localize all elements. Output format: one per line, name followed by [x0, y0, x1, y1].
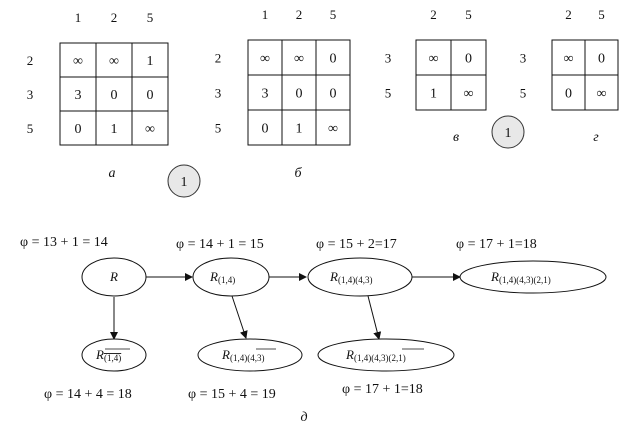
matrix-row-label: 3: [520, 51, 527, 66]
caption-d: д: [300, 410, 307, 425]
matrix-cell: 0: [330, 52, 337, 67]
matrix-border: [59, 42, 169, 146]
phi-label: φ = 15 + 4 = 19: [188, 387, 276, 402]
matrix-cell: ∞: [73, 54, 83, 69]
matrix-cell: ∞: [597, 87, 607, 102]
node-label: R(1,4)(4,3)(2,1): [345, 347, 406, 363]
tree-node-R1443: R(1,4)(4,3): [307, 257, 413, 297]
matrix-col-label: 5: [147, 10, 154, 25]
matrix-cell: 0: [465, 52, 472, 67]
node-label: R(1,4): [95, 347, 121, 363]
matrix-cell: 3: [262, 87, 269, 102]
matrix-cell: 1: [430, 87, 437, 102]
matrix-row-label: 2: [215, 51, 222, 66]
matrix-row-label: 2: [27, 53, 34, 68]
matrices-group: 1 2 5 2 3 5 ∞ ∞ 1 3 0 0 0 1 ∞ а 1 2 5 2 3 5 ∞ ∞ 0 3 0 0 0 1 ∞ б 2 5 3 5 ∞ 0 1 ∞…: [27, 7, 619, 181]
matrix-col-label: 2: [296, 7, 303, 22]
matrix-row-label: 3: [215, 86, 222, 101]
matrix-cell: ∞: [109, 54, 119, 69]
edge-R1443-R144321bar: [367, 295, 382, 340]
matrix-cell: ∞: [564, 52, 574, 67]
phi-label: φ = 14 + 1 = 15: [176, 237, 264, 252]
tree-node-R144321bar: R(1,4)(4,3)(2,1): [317, 338, 455, 372]
matrix-col-label: 2: [430, 7, 437, 22]
matrix-cell: 0: [262, 122, 269, 137]
matrix-col-label: 5: [465, 7, 472, 22]
matrix-row-label: 3: [27, 87, 34, 102]
tree-edges: [110, 273, 461, 340]
matrix-border: [247, 39, 351, 146]
matrix-cell: 0: [75, 122, 82, 137]
tree-node-R144321: R(1,4)(4,3)(2,1): [459, 260, 607, 294]
node-label: R(1,4): [209, 269, 235, 285]
matrix-cell: ∞: [260, 52, 270, 67]
edge-R14-R1443bar: [231, 295, 248, 339]
matrix-cell: 0: [111, 88, 118, 103]
node-label: R(1,4)(4,3): [221, 347, 264, 363]
circle-marker-text: 1: [181, 175, 188, 190]
matrix-cell: 3: [75, 88, 82, 103]
circle-marker-text: 1: [505, 126, 512, 141]
matrix-cell: 0: [296, 87, 303, 102]
matrix-row-label: 5: [520, 86, 527, 101]
matrix-cell: ∞: [145, 122, 155, 137]
matrix-row-label: 5: [27, 121, 34, 136]
matrix-caption: б: [294, 166, 302, 181]
phi-label: φ = 13 + 1 = 14: [20, 235, 108, 250]
node-label: R: [109, 269, 118, 284]
matrix-b: 1 2 5 2 3 5 ∞ ∞ 0 3 0 0 0 1 ∞ б: [215, 7, 351, 181]
tree-node-R: R: [81, 257, 147, 297]
matrix-cell: 0: [565, 87, 572, 102]
matrix-g: 2 5 3 5 ∞ 0 0 ∞ г: [520, 7, 619, 145]
matrix-cell: 1: [296, 122, 303, 137]
node-label: R(1,4)(4,3)(2,1): [490, 269, 551, 285]
matrix-caption: а: [109, 166, 116, 181]
matrix-col-label: 5: [598, 7, 605, 22]
matrix-col-label: 2: [565, 7, 572, 22]
matrix-cell: ∞: [464, 87, 474, 102]
tree-node-R14bar: R(1,4): [81, 338, 147, 372]
matrix-v: 2 5 3 5 ∞ 0 1 ∞ в: [385, 7, 487, 145]
matrix-cell: 0: [598, 52, 605, 67]
phi-label: φ = 15 + 2=17: [316, 237, 397, 252]
matrix-cell: 1: [147, 54, 154, 69]
phi-label: φ = 17 + 1=18: [342, 382, 423, 397]
matrix-row-label: 3: [385, 51, 392, 66]
phi-label: φ = 17 + 1=18: [456, 237, 537, 252]
tree-node-R1443bar: R(1,4)(4,3): [197, 338, 303, 372]
tree-node-R14: R(1,4): [192, 257, 270, 297]
matrix-col-label: 2: [111, 10, 118, 25]
matrix-cell: 0: [330, 87, 337, 102]
circle-marker-2: 1: [491, 115, 525, 149]
matrix-a: 1 2 5 2 3 5 ∞ ∞ 1 3 0 0 0 1 ∞ а: [27, 10, 169, 181]
matrix-caption: г: [593, 130, 599, 145]
matrix-col-label: 1: [75, 10, 82, 25]
matrix-row-label: 5: [215, 121, 222, 136]
matrix-col-label: 1: [262, 7, 269, 22]
circle-marker-1: 1: [167, 164, 201, 198]
matrix-caption: в: [453, 130, 459, 145]
matrix-row-label: 5: [385, 86, 392, 101]
matrix-cell: ∞: [294, 52, 304, 67]
matrix-cell: ∞: [429, 52, 439, 67]
phi-label: φ = 14 + 4 = 18: [44, 387, 132, 402]
matrix-cell: 1: [111, 122, 118, 137]
matrix-cell: 0: [147, 88, 154, 103]
node-label: R(1,4)(4,3): [329, 269, 372, 285]
matrix-cell: ∞: [328, 122, 338, 137]
matrix-col-label: 5: [330, 7, 337, 22]
